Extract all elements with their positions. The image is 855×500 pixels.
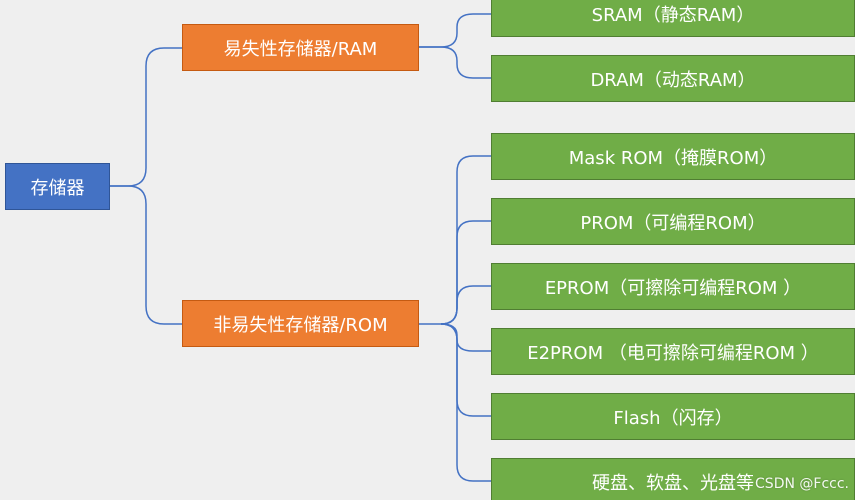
connector-rom-to-flash xyxy=(440,323,491,417)
leaf-node-sram-label: SRAM（静态RAM） xyxy=(591,4,755,26)
leaf-node-mask-rom-label: Mask ROM（掩膜ROM） xyxy=(568,147,778,169)
leaf-node-flash-label: Flash（闪存） xyxy=(613,407,733,429)
leaf-node-e2prom-label: E2PROM （电可擦除可编程ROM ） xyxy=(527,342,819,364)
leaf-node-flash: Flash（闪存） xyxy=(491,393,855,440)
connector-ram-to-dram xyxy=(419,46,491,79)
leaf-node-dram-label: DRAM（动态RAM） xyxy=(590,69,756,91)
connector-root-to-rom xyxy=(110,185,182,325)
leaf-node-dram: DRAM（动态RAM） xyxy=(491,55,855,102)
connector-rom-to-eprom xyxy=(440,285,491,325)
branch-node-rom-label: 非易失性存储器/ROM xyxy=(213,314,388,336)
leaf-node-e2prom: E2PROM （电可擦除可编程ROM ） xyxy=(491,328,855,375)
connector-root-to-ram xyxy=(110,47,182,187)
branch-node-ram-label: 易失性存储器/RAM xyxy=(223,38,378,60)
branch-node-rom: 非易失性存储器/ROM xyxy=(182,300,419,347)
root-node-memory: 存储器 xyxy=(5,163,110,210)
watermark-text: CSDN @Fccc. xyxy=(755,476,849,492)
leaf-node-eprom: EPROM（可擦除可编程ROM ） xyxy=(491,263,855,310)
root-node-label: 存储器 xyxy=(30,177,85,199)
connector-rom-to-prom xyxy=(440,220,491,325)
branch-node-ram: 易失性存储器/RAM xyxy=(182,24,419,71)
leaf-node-storage-media: 硬盘、软盘、光盘等 xyxy=(491,458,855,500)
leaf-node-mask-rom: Mask ROM（掩膜ROM） xyxy=(491,133,855,180)
connector-rom-to-storage-media xyxy=(440,323,491,482)
leaf-node-eprom-label: EPROM（可擦除可编程ROM ） xyxy=(544,277,802,299)
leaf-node-sram: SRAM（静态RAM） xyxy=(491,0,855,37)
leaf-node-prom-label: PROM（可编程ROM） xyxy=(580,212,766,234)
leaf-node-storage-media-label: 硬盘、软盘、光盘等 xyxy=(592,472,754,494)
leaf-node-prom: PROM（可编程ROM） xyxy=(491,198,855,245)
connector-rom-to-e2prom xyxy=(440,323,491,352)
connector-rom-to-mask-rom xyxy=(419,155,491,325)
connector-ram-to-sram xyxy=(419,13,491,48)
